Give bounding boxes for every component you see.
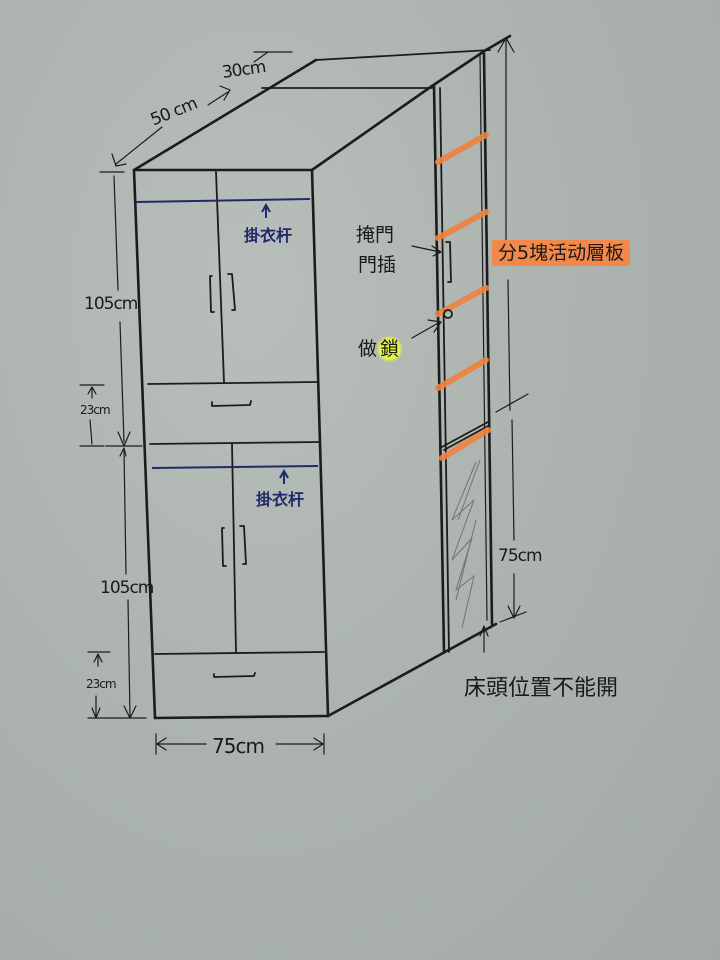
lower-hanging-rod — [151, 465, 319, 469]
right-height-dimension — [479, 37, 529, 653]
upper-hanging-rod — [135, 198, 311, 203]
shelves-label: 分5塊活动層板 — [492, 240, 631, 266]
lock-label: 做鎖 — [358, 336, 403, 362]
width-label: 75cm — [212, 734, 265, 758]
side-lower-height-label: 75cm — [498, 546, 543, 566]
bedside-note: 床頭位置不能開 — [464, 676, 619, 701]
shelves-label-text: 分5塊活动層板 — [492, 240, 631, 266]
adjustable-shelves — [435, 132, 491, 461]
latch-label-line1: 掩門 — [356, 224, 395, 246]
upper-rod-label: 掛衣杆 — [244, 226, 293, 245]
upper-wardrobe — [147, 171, 321, 445]
width-dimension — [155, 733, 325, 755]
cabinet-front-frame — [132, 168, 330, 720]
lower-rod-label: 掛衣杆 — [256, 490, 305, 509]
cabinet-top — [132, 34, 512, 172]
latch-and-lock — [411, 241, 453, 339]
lower-wardrobe — [154, 443, 325, 678]
upper-height-label: 105cm — [84, 294, 138, 314]
latch-label-line2: 門插 — [358, 254, 397, 276]
left-height-dimensions — [79, 175, 147, 719]
side-panel — [326, 52, 498, 718]
lock-label-prefix: 做 — [358, 338, 378, 360]
lower-drawer-height-label: 23cm — [86, 677, 117, 691]
glass-hatching — [451, 459, 481, 629]
lower-height-label: 105cm — [100, 578, 154, 598]
depth-dimension-lines — [99, 51, 293, 173]
upper-drawer-height-label: 23cm — [80, 403, 111, 417]
lock-label-highlight: 鎖 — [377, 336, 403, 362]
